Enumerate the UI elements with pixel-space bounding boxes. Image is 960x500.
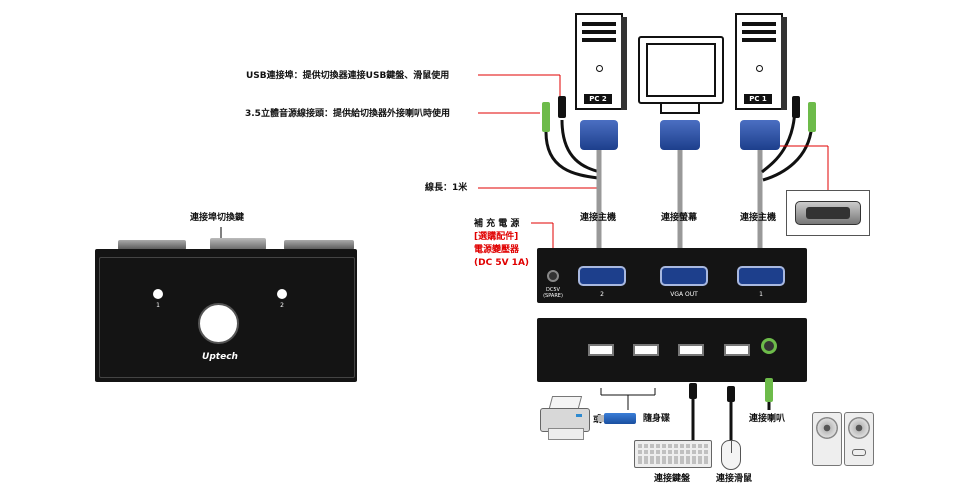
pc1-tower-side xyxy=(781,17,787,110)
keyboard-icon xyxy=(634,440,712,468)
monitor xyxy=(638,36,724,104)
mouse-label: 連接滑鼠 xyxy=(716,474,753,484)
speaker-plug xyxy=(765,378,773,402)
keyboard-plug xyxy=(689,383,697,399)
pc2-label: PC 2 xyxy=(584,94,612,104)
pc1-label: PC 1 xyxy=(744,94,772,104)
power-callout-line4: (DC 5V 1A) xyxy=(474,258,530,268)
audio-callout: 3.5立體音源線接頭：提供給切換器外接喇叭時使用 xyxy=(245,109,450,119)
usb-port-1[interactable] xyxy=(588,344,614,356)
dc-power-jack[interactable] xyxy=(547,270,559,282)
vga-out-port[interactable] xyxy=(660,266,708,286)
pc2-tower: PC 2 xyxy=(575,13,623,110)
front-panel xyxy=(537,318,807,382)
vga-port-2-label: 2 xyxy=(600,291,604,298)
pc2-usb-plug xyxy=(558,96,566,118)
power-callout-line1: 補 充 電 源 xyxy=(474,219,520,229)
vga-port-1[interactable] xyxy=(737,266,785,286)
label-connect-monitor: 連接螢幕 xyxy=(661,213,698,223)
mouse-icon xyxy=(721,440,741,470)
mouse-plug xyxy=(727,386,735,402)
vga-out-label: VGA OUT xyxy=(670,291,698,298)
usb-drive-icon xyxy=(598,413,636,424)
or-label: 或 xyxy=(593,415,602,426)
speaker-right-icon xyxy=(844,412,874,466)
led-port-2 xyxy=(277,289,287,299)
pc2-vga-plug xyxy=(580,120,618,150)
vga-port-1-label: 1 xyxy=(759,291,763,298)
speaker-label: 連接喇叭 xyxy=(749,414,786,424)
led-port-2-label: 2 xyxy=(280,302,284,309)
pc1-usb-plug xyxy=(792,96,800,118)
left-device-inner-panel xyxy=(99,257,355,378)
usb-drive-label: 隨身碟 xyxy=(643,414,671,424)
audio-jack[interactable] xyxy=(761,338,777,354)
port-switch-button[interactable] xyxy=(198,303,239,344)
usb-port-2[interactable] xyxy=(633,344,659,356)
power-callout-line3: 電源變壓器 xyxy=(474,245,520,255)
led-port-1-label: 1 xyxy=(156,302,160,309)
left-device-title: 連接埠切換鍵 xyxy=(190,213,245,223)
vga-port-2[interactable] xyxy=(578,266,626,286)
brand-logo: Uptech xyxy=(202,352,238,362)
pc2-audio-plug xyxy=(542,102,550,132)
label-connect-host-left: 連接主機 xyxy=(580,213,617,223)
label-connect-host-right: 連接主機 xyxy=(740,213,777,223)
pc1-vga-plug xyxy=(740,120,780,150)
dc-label-line2: (SPARE) xyxy=(543,293,563,299)
cable-length-callout: 線長：1米 xyxy=(425,183,468,193)
pc1-audio-plug xyxy=(808,102,816,132)
usb-callout: USB連接埠：提供切換器連接USB鍵盤、滑鼠使用 xyxy=(246,71,450,81)
connector-inset xyxy=(786,190,870,236)
monitor-stand xyxy=(660,104,700,114)
left-device-connectors xyxy=(118,238,354,250)
printer-icon xyxy=(540,396,590,440)
usb-port-3[interactable] xyxy=(678,344,704,356)
pc2-tower-side xyxy=(621,17,627,110)
dc-label-line1: DC5V xyxy=(546,287,560,293)
power-callout-line2: [選購配件] xyxy=(474,232,519,242)
back-panel: DC5V (SPARE) 2 VGA OUT 1 xyxy=(537,248,807,303)
led-port-1 xyxy=(153,289,163,299)
keyboard-label: 連接鍵盤 xyxy=(654,474,691,484)
speaker-left-icon xyxy=(812,412,842,466)
monitor-vga-plug xyxy=(660,120,700,150)
usb-port-4[interactable] xyxy=(724,344,750,356)
left-switch-device: 1 2 Uptech xyxy=(95,249,357,382)
